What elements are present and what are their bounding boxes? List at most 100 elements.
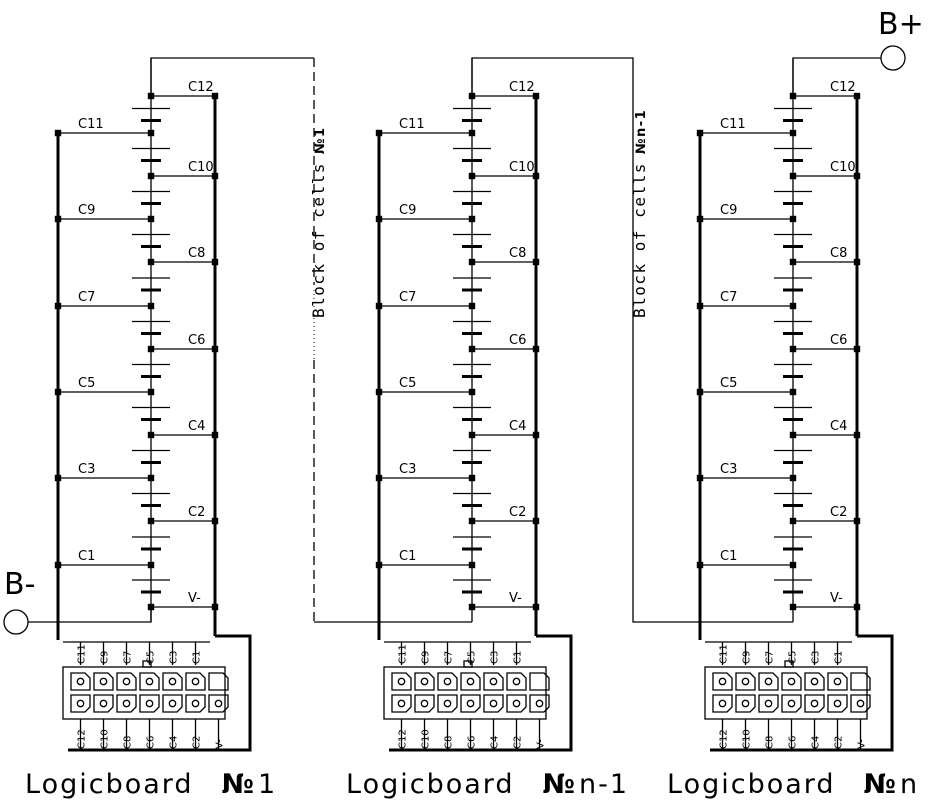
tap-node: [147, 345, 155, 353]
tap-node: [468, 302, 476, 310]
connector-pin: [391, 672, 412, 691]
tap-node: [789, 345, 797, 353]
tap-label-c10: C10: [188, 160, 214, 175]
tap-node: [468, 388, 476, 396]
pin-label-top: C9: [742, 651, 753, 664]
board-name: Logicboard: [25, 769, 194, 800]
pin-label-bottom: V-: [215, 739, 226, 749]
board-number: 1: [258, 769, 277, 800]
connector-pin: [414, 672, 435, 691]
ground-return: [68, 634, 252, 752]
connector-pin: [483, 672, 504, 691]
tap-label-c9: C9: [720, 203, 737, 218]
bus-node: [211, 431, 219, 439]
pin-label-bottom: C4: [490, 736, 501, 749]
bus-node: [532, 345, 540, 353]
bus-node: [532, 431, 540, 439]
bus-node: [211, 92, 219, 100]
connector-pin: [483, 694, 504, 713]
tap-label-c12: C12: [509, 80, 535, 95]
connector-pin: [506, 672, 527, 691]
tap-node: [468, 431, 476, 439]
bus-node: [375, 388, 383, 396]
pin-contact: [512, 677, 521, 686]
connector-pin: [758, 694, 779, 713]
tap-node: [789, 561, 797, 569]
pin-contact: [810, 677, 819, 686]
pin-contact: [99, 699, 108, 708]
connector-pin: [529, 694, 550, 713]
connector-pin: [70, 672, 91, 691]
pin-contact: [833, 677, 842, 686]
tap-label-v-: V-: [830, 591, 843, 606]
pin-label-bottom: C8: [444, 736, 455, 749]
connector-pin: [827, 672, 848, 691]
pin-contact: [214, 699, 223, 708]
pin-label-bottom: C8: [123, 736, 134, 749]
pin-contact: [764, 699, 773, 708]
pin-contact: [718, 699, 727, 708]
pin-contact: [168, 677, 177, 686]
pin-label-top: C7: [444, 651, 455, 664]
pin-contact: [535, 699, 544, 708]
connector-pin: [185, 694, 206, 713]
pin-contact: [512, 699, 521, 708]
pin-label-bottom: C2: [513, 736, 524, 749]
board-name: Logicboard: [346, 769, 515, 800]
bus-node: [696, 129, 704, 137]
connector-pin: [781, 672, 802, 691]
ground-return: [389, 634, 573, 752]
interconnect-top-1: [150, 57, 314, 96]
pin-label-bottom: C10: [421, 729, 432, 749]
bus-node: [696, 215, 704, 223]
pin-label-bottom: V-: [857, 739, 868, 749]
tap-node: [147, 302, 155, 310]
pin-label-top: C3: [811, 651, 822, 664]
connector-pin: [529, 672, 550, 691]
pin-contact: [76, 699, 85, 708]
pin-label-top: C9: [421, 651, 432, 664]
bplus-wire: [792, 57, 881, 96]
bus-node: [853, 517, 861, 525]
board-number: n-1: [579, 769, 629, 800]
pin-contact: [420, 677, 429, 686]
board-number-sign: №: [864, 769, 898, 800]
bus-node: [532, 258, 540, 266]
bus-node: [532, 517, 540, 525]
pin-label-top: C3: [169, 651, 180, 664]
tap-node: [789, 474, 797, 482]
pin-contact: [99, 677, 108, 686]
tap-node: [468, 561, 476, 569]
connector-pin: [804, 694, 825, 713]
bminus-wire: [28, 607, 152, 623]
pin-label-top: C7: [123, 651, 134, 664]
connector-pin: [139, 694, 160, 713]
bus-node: [54, 388, 62, 396]
tap-label-c6: C6: [509, 333, 526, 348]
connector-pin: [208, 672, 229, 691]
tap-node: [147, 258, 155, 266]
pin-label-bottom: V-: [536, 739, 547, 749]
tap-node: [468, 129, 476, 137]
pin-contact: [397, 677, 406, 686]
tap-node: [789, 302, 797, 310]
connector-latch: [463, 660, 473, 668]
tap-node: [789, 388, 797, 396]
connector-pin: [162, 694, 183, 713]
pin-contact: [122, 677, 131, 686]
board-number: n: [900, 769, 919, 800]
pin-label-bottom: C12: [398, 729, 409, 749]
pin-label-top: C11: [398, 644, 409, 664]
tap-label-c5: C5: [78, 376, 95, 391]
tap-label-c1: C1: [78, 549, 95, 564]
bus-node: [853, 172, 861, 180]
pin-label-bottom: C10: [100, 729, 111, 749]
interconnect-2: [471, 57, 793, 623]
pin-contact: [145, 699, 154, 708]
ground-return: [710, 634, 894, 752]
pin-contact: [443, 699, 452, 708]
tap-label-c10: C10: [830, 160, 856, 175]
tap-label-c4: C4: [830, 419, 847, 434]
pin-label-bottom: C2: [834, 736, 845, 749]
